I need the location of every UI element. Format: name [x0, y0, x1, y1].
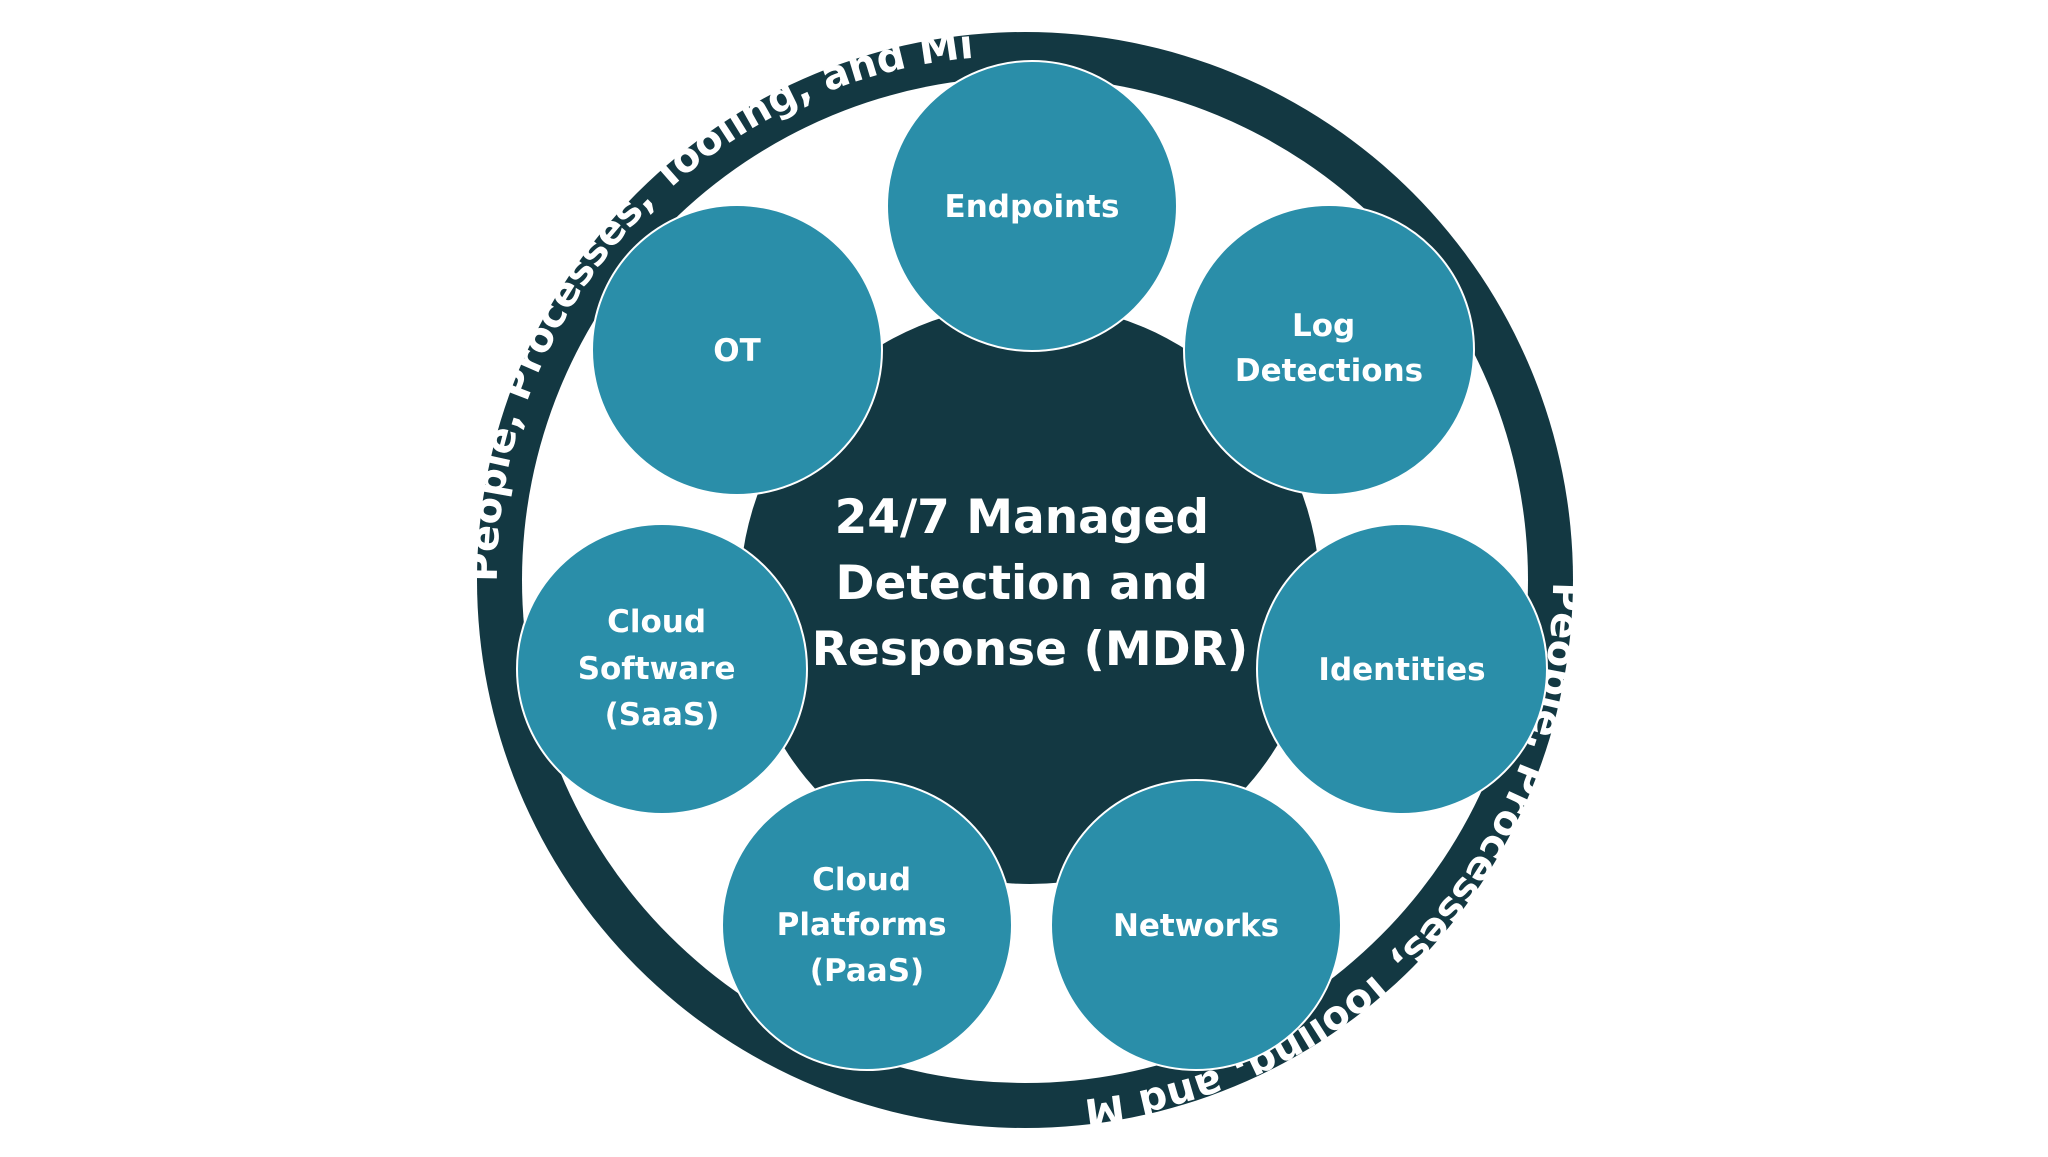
node-networks-label: Networks	[1113, 908, 1279, 944]
node-cloud-platforms: Cloud Platforms (PaaS)	[721, 779, 1013, 1071]
node-cloud-software-label: Cloud Software (SaaS)	[578, 604, 747, 733]
node-cloud-platforms-label: Cloud Platforms (PaaS)	[777, 862, 958, 989]
node-identities-label: Identities	[1318, 652, 1485, 688]
node-networks-circle	[1050, 779, 1342, 1071]
node-log-detections-label: Log Detections	[1235, 308, 1423, 389]
node-endpoints-circle	[886, 60, 1178, 352]
center-hub	[740, 304, 1320, 884]
node-endpoints-label: Endpoints	[945, 189, 1120, 225]
node-networks: Networks	[1050, 779, 1342, 1071]
center-title-line-3: Response (MDR)	[812, 622, 1249, 677]
node-identities: Identities	[1256, 523, 1548, 815]
node-log-detections: Log Detections	[1183, 204, 1475, 496]
node-ot-label: OT	[713, 333, 761, 369]
node-endpoints: Endpoints	[886, 60, 1178, 352]
node-ot-circle	[591, 204, 883, 496]
node-identities-circle	[1256, 523, 1548, 815]
node-cloud-software: Cloud Software (SaaS)	[516, 523, 808, 815]
center-title: 24/7 Managed Detection and Response (MDR…	[812, 490, 1249, 677]
center-title-line-1: 24/7 Managed	[835, 490, 1209, 545]
node-cloud-software-circle	[516, 523, 808, 815]
node-cloud-platforms-circle	[721, 779, 1013, 1071]
node-ot: OT	[591, 204, 883, 496]
node-log-detections-circle	[1183, 204, 1475, 496]
center-title-line-2: Detection and	[836, 556, 1209, 611]
